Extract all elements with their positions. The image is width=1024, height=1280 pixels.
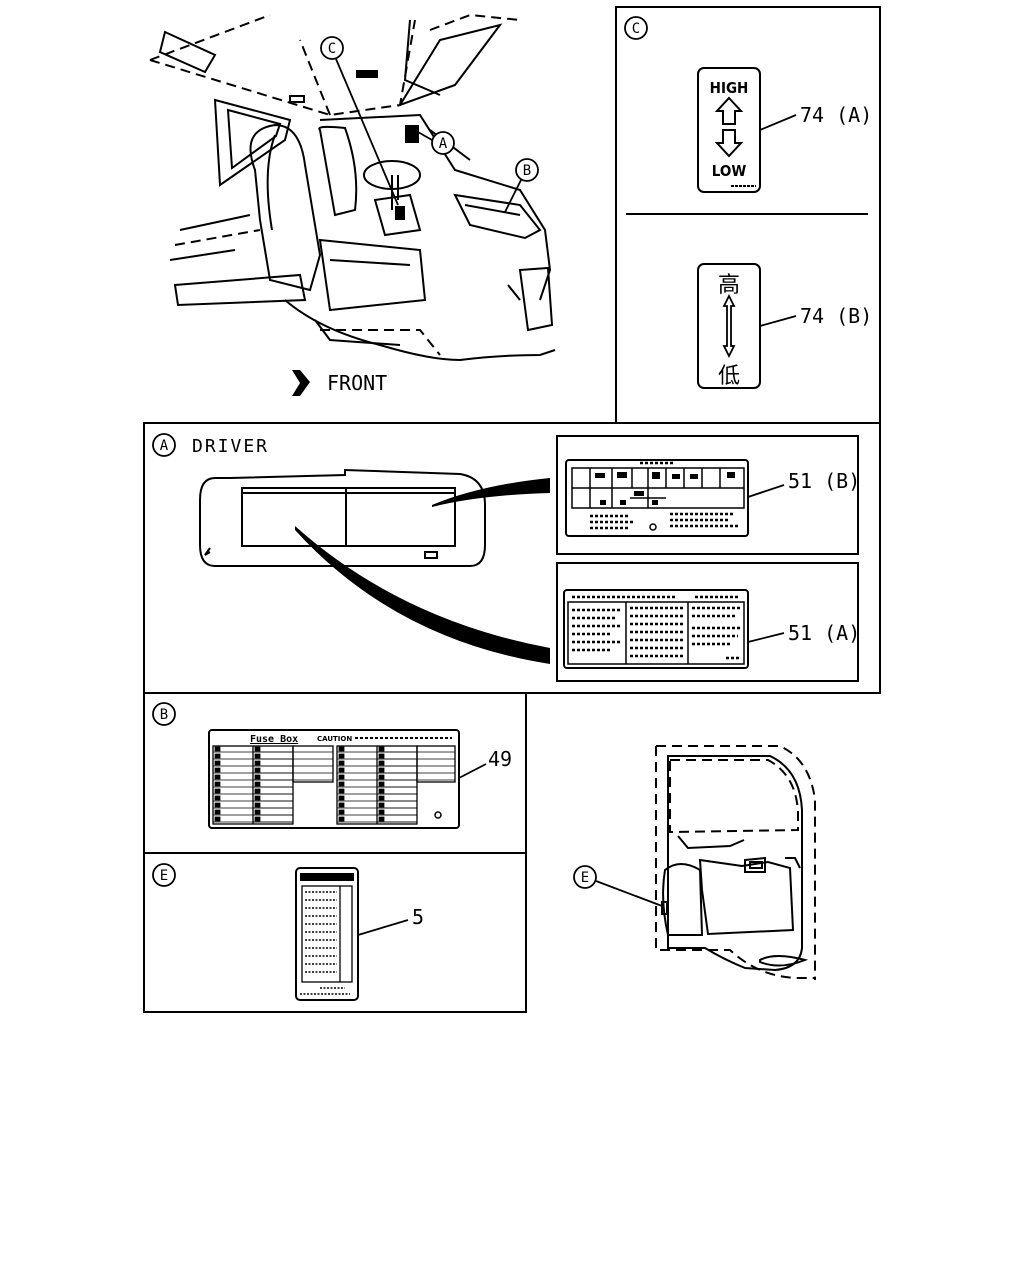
low-cjk-text: 低 [718,364,740,389]
callout-cab-a-letter: A [439,136,448,152]
low-text: LOW [712,162,747,180]
panel-c-marker: C [632,21,640,37]
panel-e: E 5 [143,852,527,1013]
fuse-box-title: Fuse Box [250,734,298,745]
door-illustration [655,745,816,980]
label-51b-operation-chart [565,459,749,537]
callout-cab-b-letter: B [523,163,531,179]
panel-b: B Fuse Box CAUTION 49 [143,692,527,854]
high-cjk-text: 高 [718,273,740,298]
panel-c: C HIGH LOW 74 (A) 高 低 74 (B) [615,6,881,424]
front-direction-indicator: FRONT [292,370,387,396]
leader-51a [295,526,550,664]
fuse-box-label: Fuse Box CAUTION [208,729,460,829]
down-arrow-icon [714,129,744,158]
part-5-label: 5 [412,905,424,929]
label-location-A-mark [405,125,419,143]
label-51a-caution-chart [563,589,749,669]
callout-door-e-letter: E [581,870,589,886]
dome-light-icon [289,95,305,103]
overhead-console-icon [356,70,378,78]
label-location-C-mark [395,206,405,220]
part-49-label: 49 [488,747,512,771]
front-arrow-icon [292,370,310,396]
front-label: FRONT [327,371,387,395]
up-arrow-icon [714,96,744,125]
tire-grid-rows [305,891,337,973]
leader-51b [432,478,550,507]
panel-a-marker: A [160,438,169,454]
part-51b-label: 51 (B) [788,469,860,493]
callout-cab-c-letter: C [328,41,336,57]
high-text: HIGH [710,79,749,97]
high-low-label-74a: HIGH LOW [697,67,761,193]
panel-a-title: DRIVER [192,436,269,457]
part-51a-label: 51 (A) [788,621,860,645]
callout-cab-c: C [320,36,399,206]
double-arrow-icon [722,293,736,359]
sun-visor-illustration [199,468,486,567]
part-74b-label: 74 (B) [800,304,872,328]
high-low-label-74b: 高 低 [697,263,761,389]
panel-e-marker: E [160,868,168,884]
callout-door-e: E [573,865,663,907]
panel-b-marker: B [160,707,168,723]
tire-pressure-label [295,867,359,1001]
callout-cab-b: B [504,158,539,213]
callout-cab-a: A [417,131,455,155]
fuse-grid-rows [213,746,455,823]
panel-a: A DRIVER [143,422,881,694]
part-74a-label: 74 (A) [800,103,872,127]
cab-interior-illustration [149,13,556,362]
fuse-box-caution: CAUTION [317,735,352,743]
